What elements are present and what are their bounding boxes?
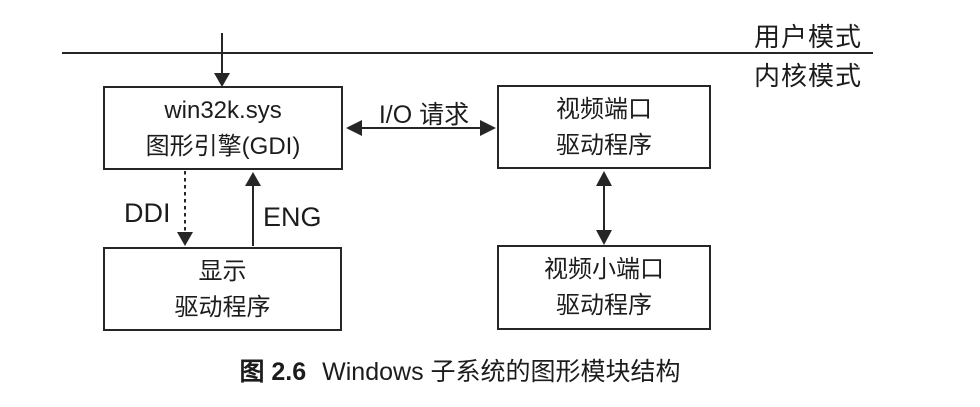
display-driver-label: 驱动程序 (174, 294, 271, 321)
box-video-miniport-driver: 视频小端口 驱动程序 (497, 245, 711, 330)
arrow-io-request-icon (346, 120, 496, 136)
graphics-engine-label: 图形引擎(GDI) (145, 133, 301, 160)
arrow-ddi-icon (177, 171, 193, 246)
video-port-driver-label: 驱动程序 (556, 132, 652, 159)
io-request-label: I/O 请求 (378, 101, 470, 129)
arrow-port-miniport-icon (596, 171, 612, 245)
figure-title: Windows 子系统的图形模块结构 (322, 358, 681, 386)
video-port-label: 视频端口 (556, 96, 652, 123)
arrow-user-to-gdi-icon (214, 33, 230, 87)
win32k-sys-label: win32k.sys (164, 97, 282, 124)
kernel-mode-label: 内核模式 (753, 61, 862, 91)
video-miniport-driver-label: 驱动程序 (556, 292, 652, 319)
ddi-label: DDI (124, 198, 171, 228)
figure-number: 图 2.6 (239, 358, 307, 386)
box-video-port-driver: 视频端口 驱动程序 (497, 85, 711, 169)
box-display-driver: 显示 驱动程序 (103, 247, 342, 331)
arrow-eng-icon (245, 172, 261, 246)
eng-label: ENG (263, 202, 322, 232)
figure-caption: 图 2.6 Windows 子系统的图形模块结构 (110, 352, 810, 388)
user-mode-label: 用户模式 (753, 22, 862, 52)
video-miniport-label: 视频小端口 (544, 256, 664, 283)
display-label: 显示 (198, 258, 247, 285)
box-win32k-gdi: win32k.sys 图形引擎(GDI) (103, 86, 343, 170)
